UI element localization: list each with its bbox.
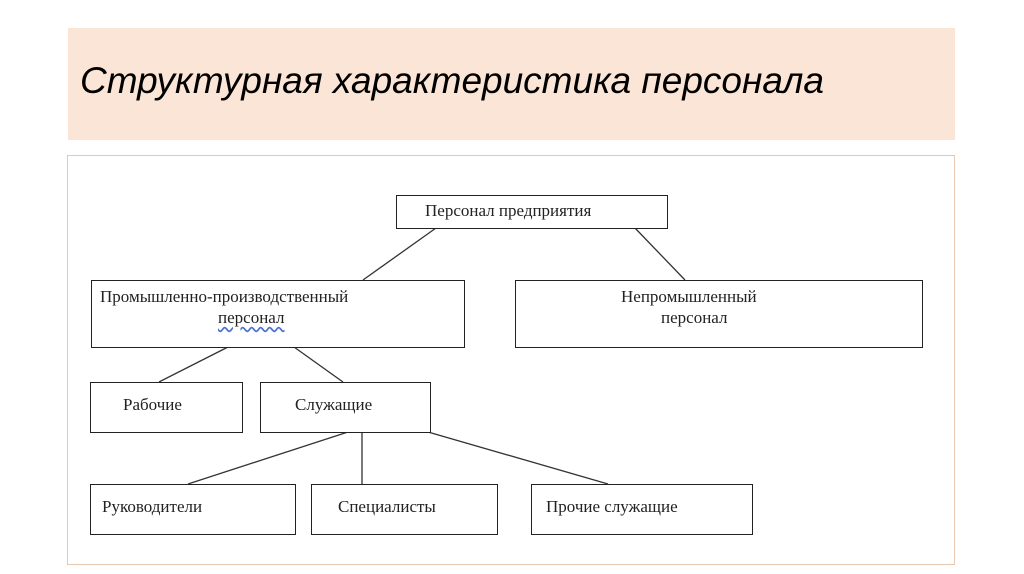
- node-specialists: Специалисты: [311, 484, 498, 535]
- edge-industrial-workers: [158, 346, 229, 383]
- node-personnel-root: Персонал предприятия: [396, 195, 668, 229]
- node-other-employees-label: Прочие служащие: [546, 497, 678, 516]
- diagram-frame: Персонал предприятия Промышленно-произво…: [67, 155, 955, 565]
- node-specialists-label: Специалисты: [338, 497, 436, 516]
- node-nonindustrial-personnel: Непромышленный персонал: [515, 280, 923, 348]
- node-employees-label: Служащие: [295, 395, 373, 414]
- node-managers: Руководители: [90, 484, 296, 535]
- node-industrial-line2: персонал: [218, 308, 285, 328]
- edge-root-nonindustrial: [634, 227, 686, 281]
- node-industrial-line1: Промышленно-производственный: [100, 287, 349, 306]
- title-band: Структурная характеристика персонала: [68, 28, 955, 140]
- node-other-employees: Прочие служащие: [531, 484, 753, 535]
- edge-industrial-employees: [293, 346, 344, 383]
- node-managers-label: Руководители: [102, 497, 203, 516]
- edge-employees-managers: [187, 431, 349, 485]
- page-title: Структурная характеристика персонала: [80, 60, 824, 101]
- node-workers: Рабочие: [90, 382, 243, 433]
- node-employees: Служащие: [260, 382, 431, 433]
- edge-employees-other: [427, 431, 609, 485]
- node-personnel-root-label: Персонал предприятия: [425, 201, 592, 220]
- edge-root-industrial: [362, 227, 437, 281]
- node-industrial-personnel: Промышленно-производственный персонал: [91, 280, 465, 348]
- node-nonindustrial-line1: Непромышленный: [621, 287, 757, 306]
- connector-lines: [158, 227, 686, 485]
- node-nonindustrial-line2: персонал: [661, 308, 728, 328]
- node-workers-label: Рабочие: [123, 395, 182, 414]
